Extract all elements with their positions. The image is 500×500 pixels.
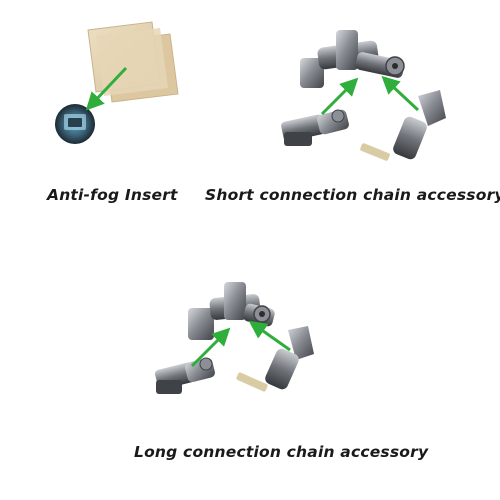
long-chain-elbow-mount — [188, 282, 275, 340]
long-chain-arrow-left — [190, 327, 231, 368]
anti-fog-caption: Anti-fog Insert — [47, 186, 178, 204]
short-chain-elbow-mount — [300, 30, 405, 88]
short-chain-small-mount — [281, 109, 349, 146]
long-chain-thumb-screw — [236, 326, 314, 392]
short-chain-thumb-screw — [360, 90, 446, 161]
long-chain-group — [154, 282, 314, 394]
anti-fog-paper-sheets — [87, 21, 179, 103]
long-chain-small-mount — [154, 357, 215, 394]
short-chain-caption: Short connection chain accessory — [205, 186, 500, 204]
anti-fog-arrow — [85, 66, 128, 111]
short-chain-group — [281, 30, 446, 161]
camera-housing-thumbnail — [55, 104, 95, 144]
short-chain-arrow-right — [381, 75, 420, 112]
short-chain-arrow-left — [320, 77, 359, 116]
anti-fog-insert-group — [55, 21, 179, 144]
long-chain-caption: Long connection chain accessory — [134, 443, 429, 461]
long-chain-arrow-right — [248, 320, 291, 352]
